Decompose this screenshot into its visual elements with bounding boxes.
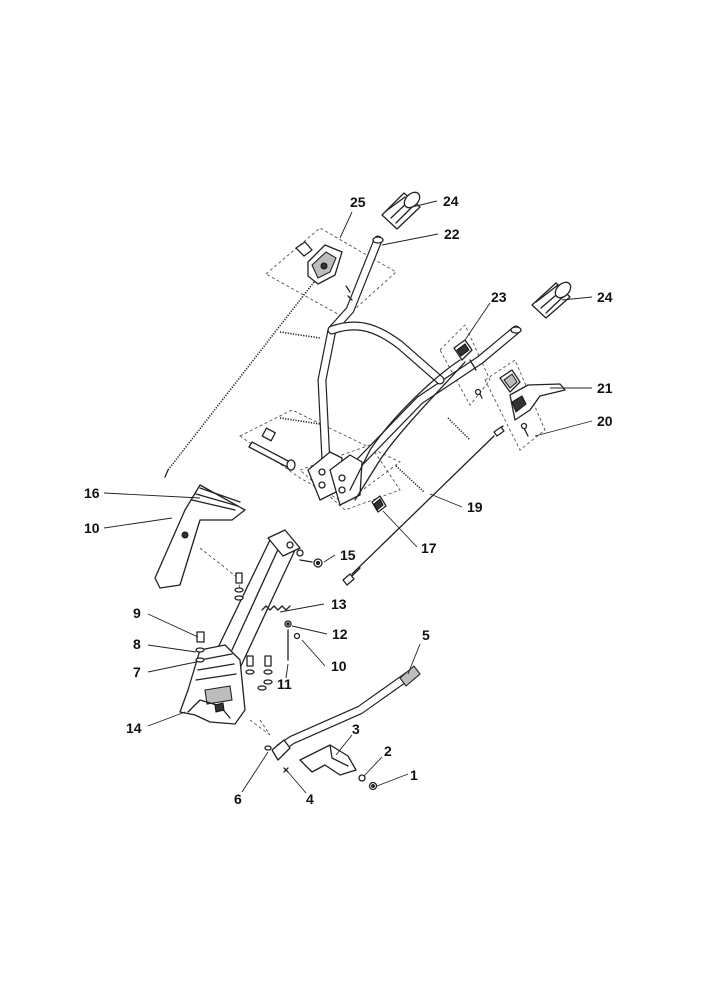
throttle-control [295, 241, 353, 301]
label-10-lower: 10 [331, 658, 347, 674]
label-25: 25 [350, 194, 366, 210]
assembly-outline-base-2 [249, 719, 271, 736]
label-16: 16 [84, 485, 100, 501]
label-13: 13 [331, 596, 347, 612]
assembly-outline-lower-bracket [299, 444, 401, 511]
leader-lines [103, 200, 593, 794]
label-15: 15 [340, 547, 356, 563]
throttle-cable [167, 281, 315, 471]
lever-bracket [299, 744, 357, 776]
base-housing [179, 644, 246, 725]
label-8: 8 [133, 636, 141, 652]
assembly-outline-base [199, 547, 241, 591]
switch-unit [453, 339, 483, 399]
label-17: 17 [421, 540, 437, 556]
drive-lever [499, 369, 566, 437]
handle-bolt [248, 427, 296, 471]
label-12: 12 [332, 626, 348, 642]
label-2: 2 [384, 743, 392, 759]
assembly-outline-switch [439, 324, 491, 406]
label-6: 6 [234, 791, 242, 807]
label-20: 20 [597, 413, 613, 429]
label-4: 4 [306, 791, 314, 807]
label-7: 7 [133, 664, 141, 680]
handle-bracket-plates [307, 451, 363, 506]
handlebar [317, 235, 522, 475]
label-23: 23 [491, 289, 507, 305]
label-1: 1 [410, 767, 418, 783]
spring [261, 605, 301, 661]
assembly-outline-lever [484, 359, 546, 451]
cable-ties [279, 331, 471, 493]
throttle-cable-end [164, 469, 169, 478]
lever-fasteners [259, 719, 378, 791]
cable-guide [371, 495, 387, 513]
callout-labels: 24 25 22 23 24 21 20 16 19 10 17 15 13 9… [84, 193, 613, 807]
grip-right [531, 281, 572, 319]
label-5: 5 [422, 627, 430, 643]
switch-wire-2 [354, 361, 466, 501]
grip-left [381, 191, 421, 230]
label-3: 3 [352, 721, 360, 737]
label-24-top: 24 [443, 193, 459, 209]
switch-wire [349, 359, 461, 491]
lever-arm [271, 665, 421, 761]
label-9: 9 [133, 605, 141, 621]
label-10-upper: 10 [84, 520, 100, 536]
guard-cover [154, 484, 246, 589]
label-24-right: 24 [597, 289, 613, 305]
label-14: 14 [126, 720, 142, 736]
label-22: 22 [444, 226, 460, 242]
label-21: 21 [597, 380, 613, 396]
mast-fasteners [195, 558, 323, 691]
label-19: 19 [467, 499, 483, 515]
label-11: 11 [277, 676, 292, 692]
control-cable [342, 425, 505, 586]
assembly-outline-handle-bracket [239, 409, 401, 504]
